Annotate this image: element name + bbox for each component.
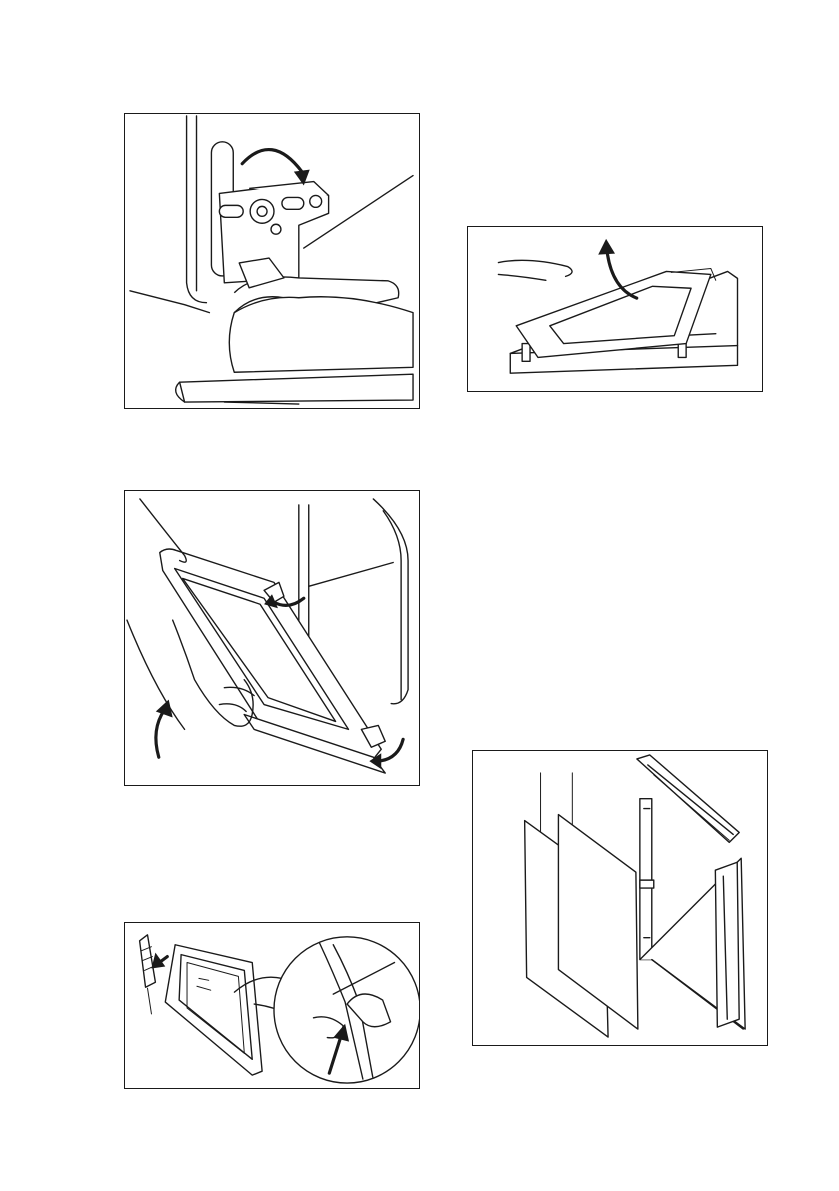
door-removal-icon [125,491,419,785]
figure-hinge-lever [124,113,420,409]
door-trim-icon [125,923,419,1088]
glass-panel-icon [468,227,762,391]
figure-remove-trim [124,922,420,1089]
figure-glass-stack [472,750,768,1046]
glass-panels-icon [473,751,767,1045]
figure-remove-glass [467,226,763,392]
figure-lift-door [124,490,420,786]
hinge-lever-icon [125,114,419,408]
